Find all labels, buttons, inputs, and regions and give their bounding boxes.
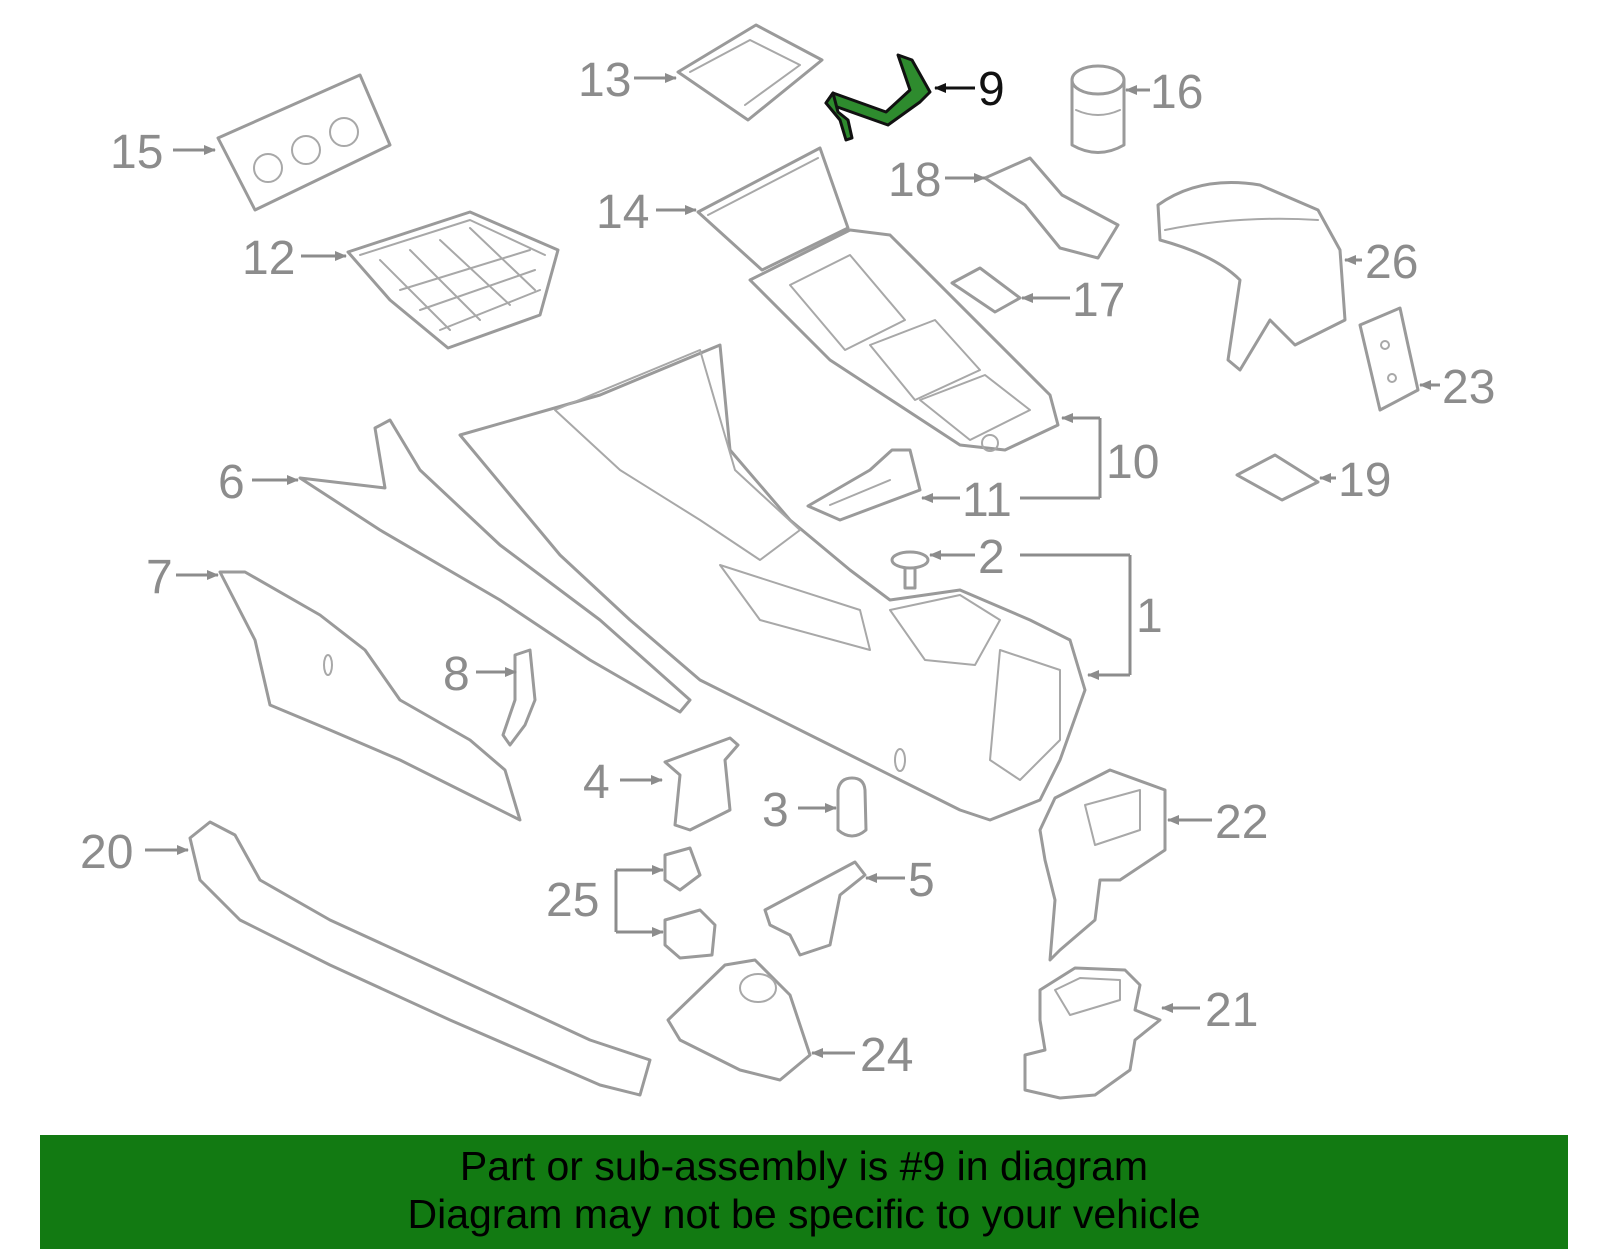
part-21-vent-box [1023, 966, 1162, 1100]
part-2-clip [890, 550, 930, 590]
callout-9-highlighted: 9 [978, 63, 1005, 116]
part-16-cup-insert [1070, 64, 1126, 154]
part-8-clip [501, 648, 537, 747]
part-23-bracket [1358, 306, 1420, 412]
callout-7: 7 [146, 551, 173, 604]
callout-5: 5 [908, 854, 935, 907]
part-20-duct [188, 820, 652, 1097]
part-5-cover [763, 860, 867, 957]
callout-21: 21 [1205, 984, 1258, 1037]
part-24-shifter-base [666, 958, 812, 1082]
callout-11: 11 [962, 474, 1012, 527]
callout-18: 18 [888, 154, 941, 207]
banner-line-2: Diagram may not be specific to your vehi… [407, 1191, 1201, 1237]
part-9-handle-highlighted [824, 53, 932, 142]
part-26-armrest [1156, 181, 1347, 372]
part-14-lid [696, 146, 850, 272]
callout-4: 4 [583, 756, 610, 809]
callout-16: 16 [1150, 66, 1203, 119]
part-3-plug [836, 776, 868, 838]
callout-13: 13 [578, 54, 631, 107]
callout-20: 20 [80, 826, 133, 879]
callout-10: 10 [1106, 436, 1159, 489]
part-4-bracket [663, 736, 740, 832]
callout-1: 1 [1136, 590, 1163, 643]
callout-24: 24 [860, 1029, 913, 1082]
callout-3: 3 [762, 784, 789, 837]
callout-2: 2 [978, 531, 1005, 584]
callout-12: 12 [242, 232, 295, 285]
callout-labels: 13 15 16 18 14 12 26 17 23 10 11 19 6 2 … [80, 54, 1495, 1082]
part-13-tray [676, 23, 824, 122]
callout-23: 23 [1442, 361, 1495, 414]
part-18-mat [983, 156, 1120, 260]
banner-line-1: Part or sub-assembly is #9 in diagram [459, 1143, 1149, 1189]
part-1-console-body [458, 343, 1087, 822]
callout-17: 17 [1072, 274, 1125, 327]
callout-8: 8 [443, 648, 470, 701]
part-7-side-panel [218, 570, 522, 822]
info-banner: Part or sub-assembly is #9 in diagram Di… [40, 1135, 1568, 1249]
part-25-clips [663, 846, 717, 960]
callout-14: 14 [596, 186, 649, 239]
callout-19: 19 [1338, 454, 1391, 507]
part-22-rear-vent [1038, 768, 1167, 962]
callout-25: 25 [546, 874, 599, 927]
callout-6: 6 [218, 456, 245, 509]
part-19-pad [1235, 453, 1320, 502]
part-10-console-top [748, 228, 1060, 452]
part-11-bracket [806, 448, 922, 522]
part-17-pad [950, 266, 1022, 314]
leader-lines [145, 73, 1440, 1058]
part-12-storage-grille [346, 210, 560, 350]
callout-26: 26 [1365, 236, 1418, 289]
part-15-switch-panel [216, 73, 392, 212]
callout-22: 22 [1215, 796, 1268, 849]
part-6-trim-strip [298, 418, 692, 714]
callout-15: 15 [110, 126, 163, 179]
